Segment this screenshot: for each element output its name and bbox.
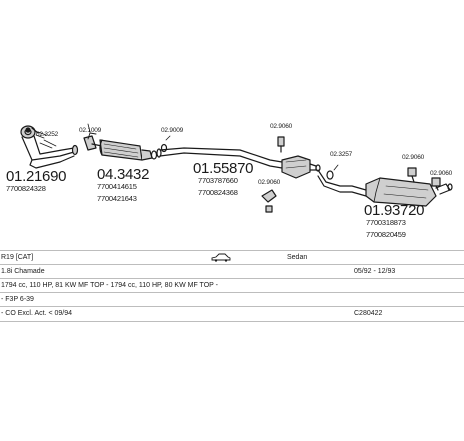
- clamp-code-02-3257: 02.3257: [330, 151, 353, 158]
- period-label: 05/92 - 12/93: [354, 268, 396, 275]
- clamp-02-9009[interactable]: [160, 135, 171, 153]
- model-label: R19 [CAT]: [1, 254, 34, 261]
- hanger-code-02-9060-right1: 02.9060: [402, 154, 425, 161]
- hanger-02-9060-top[interactable]: [277, 136, 285, 153]
- part-number-01-21690[interactable]: 01.21690: [6, 168, 67, 185]
- hanger-02-9060-right1[interactable]: [407, 167, 417, 183]
- clamp-code-02-1009: 02.1009: [79, 127, 102, 134]
- part-ref-7700421643: 7700421643: [97, 194, 137, 203]
- engine-code-label: - F3P 6-39: [1, 296, 34, 303]
- rear-silencer-part[interactable]: [317, 169, 453, 207]
- catalyst-part[interactable]: [83, 135, 158, 161]
- part-ref-7700414615: 7700414615: [97, 182, 137, 191]
- hanger-02-9060-low[interactable]: [261, 189, 277, 213]
- specs-label: 1794 cc, 110 HP, 81 KW MF TOP - 1794 cc,…: [1, 282, 218, 289]
- part-ref-7700824328: 7700824328: [6, 184, 46, 193]
- part-ref-7700820459: 7700820459: [366, 230, 406, 239]
- part-number-01-93720[interactable]: 01.93720: [364, 202, 425, 219]
- body-type-label: Sedan: [287, 254, 308, 261]
- part-number-01-55870[interactable]: 01.55870: [193, 160, 254, 177]
- emission-label: - CO Excl. Act. < 09/94: [1, 310, 73, 317]
- clamp-code-02-3252: 02.3252: [36, 131, 59, 138]
- engine-label: 1.8i Chamade: [1, 268, 45, 275]
- info-row-emission: - CO Excl. Act. < 09/94 C280422: [0, 306, 464, 322]
- info-row-model: R19 [CAT] Sedan: [0, 250, 464, 265]
- info-row-engine-code: - F3P 6-39: [0, 292, 464, 307]
- center-pipe-part[interactable]: [156, 147, 321, 179]
- hanger-code-02-9060-right2: 02.9060: [430, 170, 453, 177]
- hanger-code-02-9060-low: 02.9060: [258, 179, 281, 186]
- part-ref-7700824368: 7700824368: [198, 188, 238, 197]
- hanger-02-9060-right2[interactable]: [431, 177, 441, 191]
- catalog-code-label: C280422: [354, 310, 383, 317]
- clamp-02-3257[interactable]: [326, 164, 339, 180]
- clamp-code-02-9009: 02.9009: [161, 127, 184, 134]
- front-pipe-part[interactable]: [20, 125, 79, 169]
- info-row-engine: 1.8i Chamade 05/92 - 12/93: [0, 264, 464, 279]
- hanger-code-02-9060-top: 02.9060: [270, 123, 293, 130]
- clamp-02-1009[interactable]: [87, 123, 97, 140]
- part-ref-7700318873: 7700318873: [366, 218, 406, 227]
- info-row-specs: 1794 cc, 110 HP, 81 KW MF TOP - 1794 cc,…: [0, 278, 464, 293]
- exhaust-diagram: [20, 123, 453, 213]
- clamp-02-3252[interactable]: [25, 127, 47, 139]
- vehicle-info-table: R19 [CAT] Sedan 1.8i Chamade 05/92 - 12/…: [0, 250, 464, 322]
- sedan-car-icon: [211, 253, 231, 262]
- part-number-04-3432[interactable]: 04.3432: [97, 166, 150, 183]
- part-ref-7703787660: 7703787660: [198, 176, 238, 185]
